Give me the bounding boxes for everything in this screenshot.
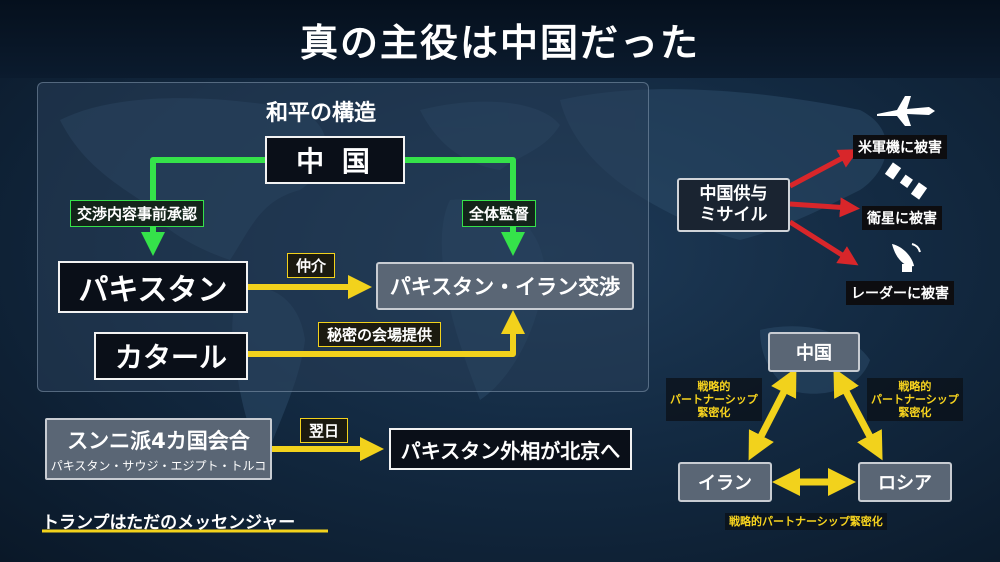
beijing-visit-node: パキスタン外相が北京へ (389, 428, 632, 470)
triangle-left-edge-label: 戦略的 パートナーシップ 緊密化 (666, 378, 762, 421)
pakistan-iran-talks-node: パキスタン・イラン交渉 (376, 262, 634, 310)
monitor-label: 全体監督 (462, 200, 537, 227)
damage-radar-label: レーダーに被害 (846, 281, 954, 305)
footer-note: トランプはただのメッセンジャー (42, 513, 296, 533)
prior-approval-label: 交渉内容事前承認 (70, 200, 205, 227)
pakistan-node: パキスタン (58, 261, 248, 313)
triangle-bottom-edge-label: 戦略的パートナーシップ緊密化 (725, 513, 887, 530)
triangle-russia-node: ロシア (858, 462, 952, 502)
damage-satellite-label: 衛星に被害 (862, 206, 942, 230)
triangle-iran-node: イラン (678, 462, 772, 502)
radar-dish-icon (892, 243, 921, 272)
triangle-right-edge-label: 戦略的 パートナーシップ 緊密化 (867, 378, 963, 421)
page-title: 真の主役は中国だった (299, 20, 700, 65)
yellow-arrows (248, 275, 525, 461)
sunni-meeting-title: スンニ派4カ国会合 (67, 428, 250, 453)
sunni-meeting-members: パキスタン・サウジ・エジプト・トルコ (50, 458, 267, 473)
title-bar: 真の主役は中国だった (0, 0, 1000, 78)
damage-us-aircraft-label: 米軍機に被害 (853, 135, 947, 159)
triangle-arrows (748, 367, 883, 496)
china-node: 中 国 (265, 136, 405, 184)
fighter-jet-icon (877, 96, 935, 126)
satellite-icon (884, 162, 928, 200)
mediate-label: 仲介 (287, 253, 336, 278)
qatar-node: カタール (94, 332, 248, 380)
next-day-label: 翌日 (300, 418, 349, 443)
red-arrows (788, 149, 860, 266)
chinese-missile-node: 中国供与 ミサイル (677, 178, 790, 232)
peace-structure-heading: 和平の構造 (266, 101, 377, 126)
venue-label: 秘密の会場提供 (318, 322, 442, 347)
sunni-meeting-node: スンニ派4カ国会合 パキスタン・サウジ・エジプト・トルコ (45, 418, 272, 480)
triangle-china-node: 中国 (768, 332, 860, 372)
